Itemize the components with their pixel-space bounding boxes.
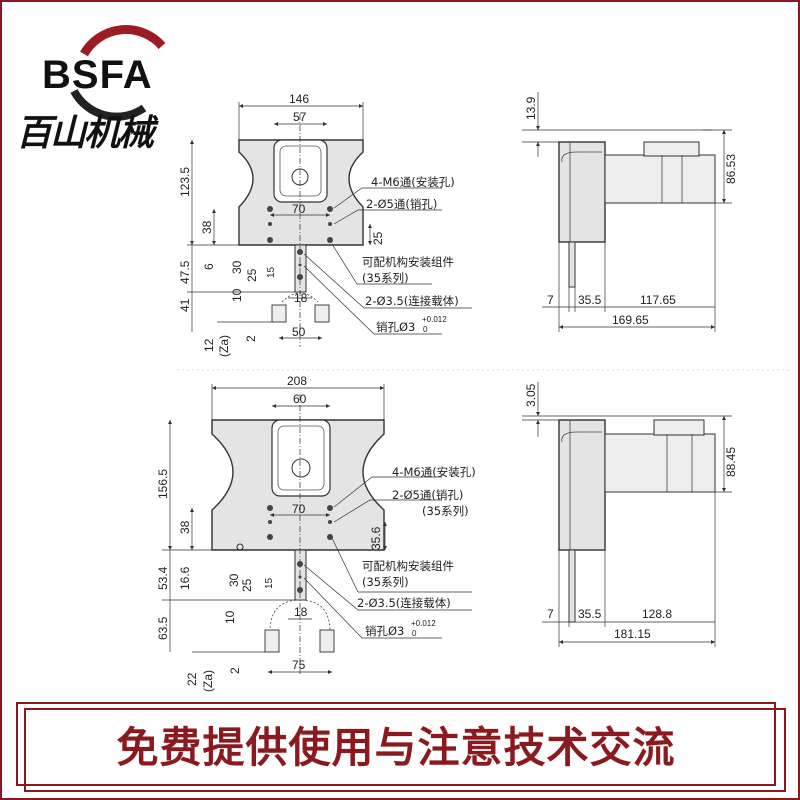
dim-label: 10 [230,288,244,302]
logo-brand: BSFA [42,53,153,97]
note-series: (35系列) [362,575,409,589]
dim-label: 75 [292,658,306,672]
dim-label: 35.6 [369,526,383,550]
bsfa-logo: BSFA [42,25,166,121]
view1-labels: 146 57 123.5 38 70 25 47.5 6 30 25 15 10… [178,92,459,357]
banner-text: 免费提供使用与注意技术交流 [116,722,676,772]
tolerance-lower: 0 [423,325,428,334]
dim-label: 10 [223,610,237,624]
tolerance-upper: +0.012 [411,619,436,628]
dim-label: 123.5 [178,167,192,197]
dim-label: 70 [292,502,306,516]
dim-label: 16.6 [178,566,192,590]
note-pin5: 2-Ø5通(销孔) [366,197,437,211]
note-m6: 4-M6通(安装孔) [392,465,476,479]
dim-label: 47.5 [178,260,192,284]
dim-label: 25 [245,268,259,282]
dim-label: 6 [202,263,216,270]
dim-label: 18 [294,291,308,305]
dim-label: 22 [185,672,199,686]
dim-label: 57 [293,110,307,124]
logo-arc-red [80,25,166,57]
dim-label: 25 [371,231,385,245]
note-m6: 4-M6通(安装孔) [371,175,455,189]
logo-chinese-name: 百山机械 [16,113,154,154]
dim-label: 88.45 [724,447,738,477]
tolerance-upper: +0.012 [422,315,447,324]
dim-label: 7 [547,293,554,307]
dim-label: 18 [294,605,308,619]
view1-side: 13.9 86.53 7 35.5 117.65 169.65 [522,92,738,332]
note-mount: 可配机构安装组件 [362,559,454,573]
dim-label: 117.65 [640,293,676,307]
logo-gear-arc [70,89,147,121]
dim-label: 30 [230,260,244,274]
dim-label: 63.5 [156,616,170,640]
note-connect: 2-Ø3.5(连接载体) [365,294,459,308]
note-series: (35系列) [362,271,409,285]
note-series: (35系列) [422,504,469,518]
dim-label: (Za) [201,670,215,692]
dim-label: 15 [266,266,277,278]
view2-front [162,384,472,675]
dim-label: 13.9 [524,96,538,120]
dim-label: 60 [293,392,307,406]
dim-label: 38 [178,520,192,534]
dim-label: 35.5 [578,607,602,621]
view2-side: 3.05 88.45 7 35.5 128.8 181.15 [522,382,738,647]
dim-label: (Za) [217,335,231,357]
dim-label: 35.5 [578,293,602,307]
dim-label: 3.05 [524,383,538,407]
dim-label: 156.5 [156,469,170,499]
note-pin3: 销孔Ø3 [376,320,415,334]
banner-frame-outer [24,708,786,792]
dim-label: 7 [547,607,554,621]
view1-front [187,102,472,347]
dim-label: 70 [292,202,306,216]
dim-label: 41 [178,298,192,312]
view2-labels: 208 60 156.5 38 70 35.6 53.4 16.6 30 25 … [156,374,476,692]
note-pin5: 2-Ø5通(销孔) [392,488,463,502]
dim-label: 2 [228,667,242,674]
dim-label: 12 [202,338,216,352]
note-pin3: 销孔Ø3 [365,624,404,638]
tolerance-lower: 0 [412,629,417,638]
dim-label: 53.4 [156,566,170,590]
note-mount: 可配机构安装组件 [362,255,454,269]
dim-label: 86.53 [724,154,738,184]
dim-label: 25 [240,578,254,592]
note-connect: 2-Ø3.5(连接载体) [357,596,451,610]
dim-label: 30 [227,573,241,587]
dim-label: 15 [264,577,275,589]
dim-label: 2 [244,335,258,342]
banner-frame [16,702,776,786]
dim-label: 208 [287,374,307,388]
dim-label: 146 [289,92,309,106]
dim-label: 128.8 [642,607,672,621]
dim-label: 38 [200,220,214,234]
dim-label: 169.65 [612,313,649,327]
dim-label: 181.15 [614,627,651,641]
dim-label: 50 [292,325,306,339]
